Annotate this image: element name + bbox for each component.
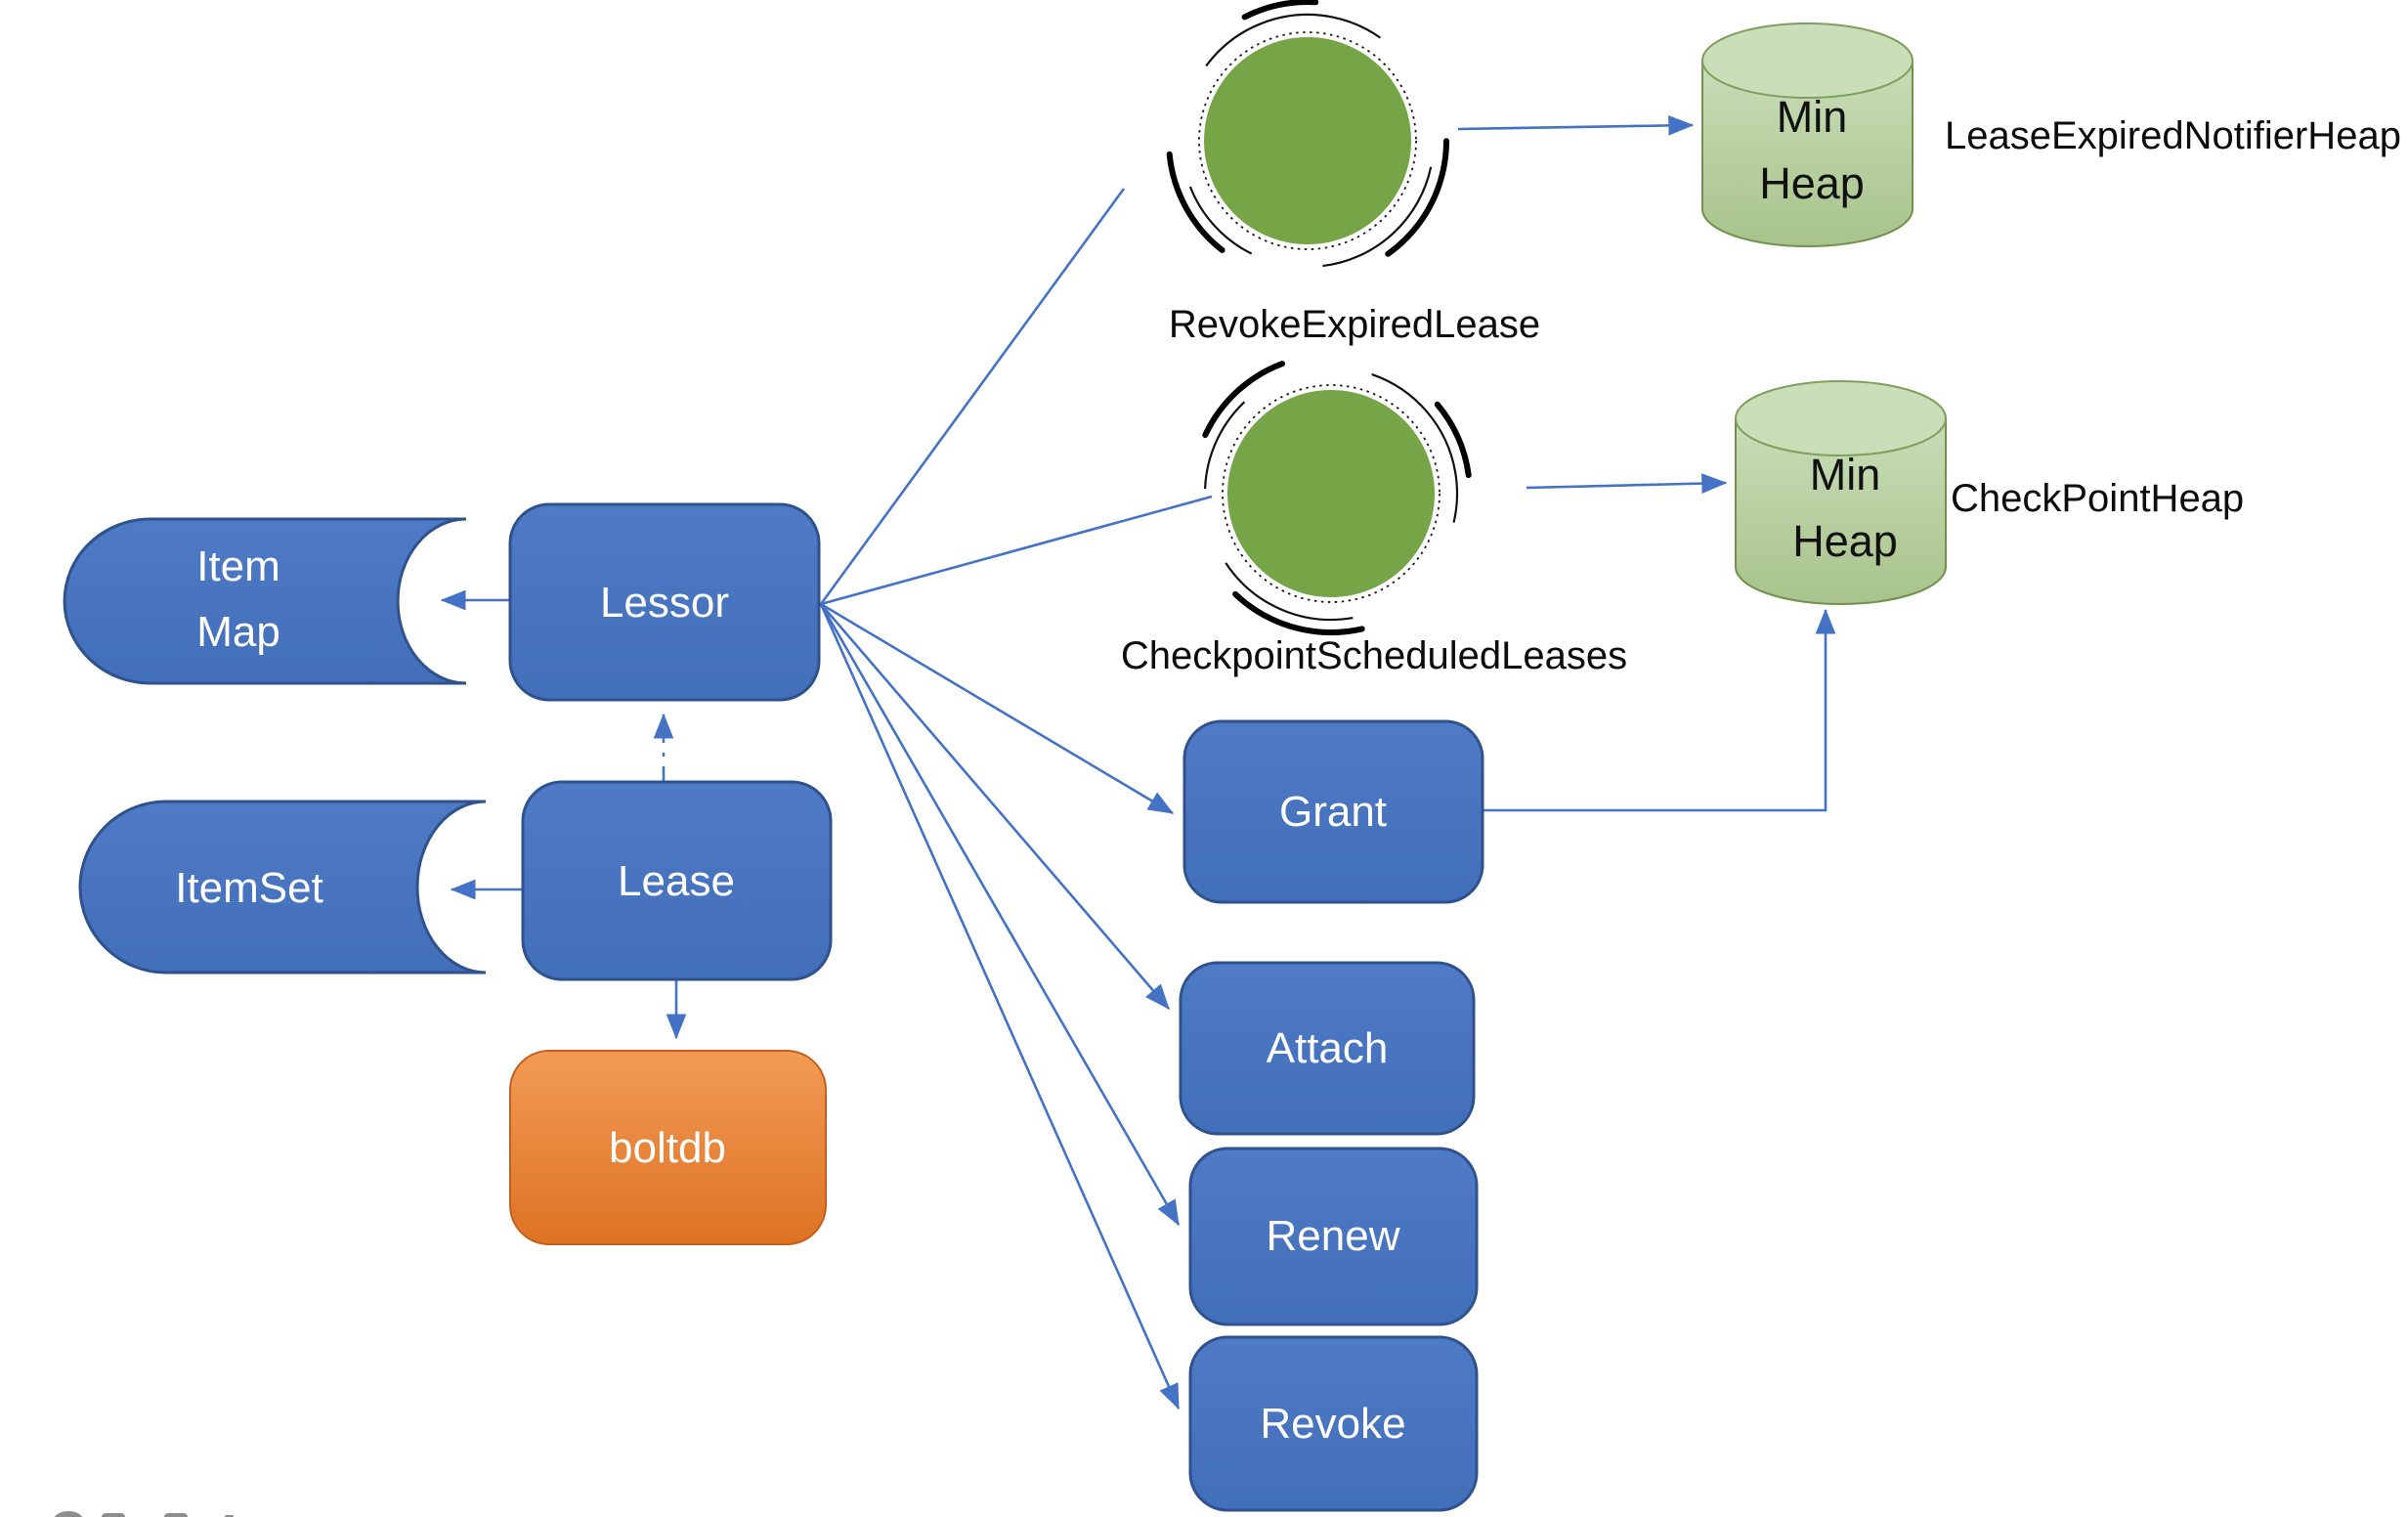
boltdb-label: boltdb xyxy=(609,1124,726,1172)
arrow-lessor-to-checkpoint-scheduled-leases xyxy=(820,495,1213,606)
arrow-lessor-to-attach xyxy=(820,603,1170,1010)
cropped-ui-artifact xyxy=(102,1513,125,1517)
arrow-lessor-to-revoke-expired-lease xyxy=(819,188,1126,605)
lease-shape xyxy=(521,780,833,981)
cropped-ui-artifact xyxy=(54,1511,83,1517)
checkpoint-scheduled-leases-loop xyxy=(1189,352,1473,635)
arrow-lessor-to-renew xyxy=(819,603,1181,1227)
item-set-label: ItemSet xyxy=(175,864,323,912)
arrow-lessor-to-revoke xyxy=(819,603,1181,1410)
revoke-expired-lease-loop xyxy=(1166,0,1450,282)
cylinder-top xyxy=(1735,380,1947,456)
item-set-node: ItemSet xyxy=(78,800,487,975)
revoke-expired-lease-circle xyxy=(1204,37,1411,244)
min-heap-line1: Min xyxy=(1777,92,1848,142)
revoke-node: Revoke xyxy=(1188,1335,1479,1512)
boltdb-node: boltdb xyxy=(509,1050,827,1245)
renew-node: Renew xyxy=(1188,1147,1479,1326)
attach-node: Attach xyxy=(1179,961,1476,1136)
checkpoint-heap-label: CheckPointHeap xyxy=(1951,477,2244,520)
item-map-line1: Item xyxy=(196,542,280,590)
item-map-shape xyxy=(63,517,467,685)
lease-node: Lease xyxy=(521,780,833,981)
grant-shape xyxy=(1182,719,1484,904)
min-heap-line2: Heap xyxy=(1792,516,1898,566)
loop-dotted-ring xyxy=(1222,384,1440,603)
lessor-node: Lessor xyxy=(508,502,821,702)
checkpoint-scheduled-leases-label: CheckpointScheduledLeases xyxy=(1121,634,1627,677)
lease-expired-notifier-heap-label: LeaseExpiredNotifierHeap xyxy=(1945,114,2401,157)
item-map-line2: Map xyxy=(196,608,280,656)
revoke-label: Revoke xyxy=(1260,1400,1405,1448)
cylinder-body xyxy=(1701,60,1914,247)
lessor-shape xyxy=(508,502,821,702)
loop-thick-arcs xyxy=(1166,0,1450,282)
cylinder-body xyxy=(1735,417,1947,605)
lease-label: Lease xyxy=(618,857,735,905)
item-map-node: Item Map xyxy=(63,517,467,685)
arrow-lessor-to-grant xyxy=(820,602,1175,815)
lessor-label: Lessor xyxy=(600,579,729,627)
attach-label: Attach xyxy=(1267,1024,1389,1072)
checkpoint-scheduled-leases-circle xyxy=(1227,390,1435,597)
renew-shape xyxy=(1188,1147,1479,1326)
grant-label: Grant xyxy=(1279,788,1387,836)
min-heap-cylinder-checkpoint: Min Heap xyxy=(1735,380,1947,605)
cropped-ui-artifacts xyxy=(54,1511,234,1517)
item-set-shape xyxy=(78,800,487,975)
attach-shape xyxy=(1179,961,1476,1136)
min-heap-cylinder-notifier: Min Heap xyxy=(1701,22,1914,247)
renew-label: Renew xyxy=(1267,1212,1400,1260)
min-heap-line1: Min xyxy=(1810,450,1881,499)
grant-node: Grant xyxy=(1182,719,1484,904)
boltdb-shape xyxy=(509,1050,827,1245)
connectors xyxy=(440,115,1836,1410)
arrow-revoke-expired-lease-to-min-heap xyxy=(1457,115,1695,136)
loop-thin-arcs xyxy=(1180,13,1436,269)
revoke-shape xyxy=(1188,1335,1479,1512)
arrow-grant-to-checkpoint-heap xyxy=(1483,608,1836,812)
loop-dotted-ring xyxy=(1198,31,1417,250)
cylinder-top xyxy=(1701,22,1914,99)
loop-thick-arcs xyxy=(1189,352,1473,635)
arrow-checkpoint-scheduled-to-min-heap xyxy=(1526,473,1728,495)
cropped-ui-artifact xyxy=(164,1513,188,1517)
revoke-expired-lease-label: RevokeExpiredLease xyxy=(1169,303,1540,346)
min-heap-line2: Heap xyxy=(1759,158,1865,208)
